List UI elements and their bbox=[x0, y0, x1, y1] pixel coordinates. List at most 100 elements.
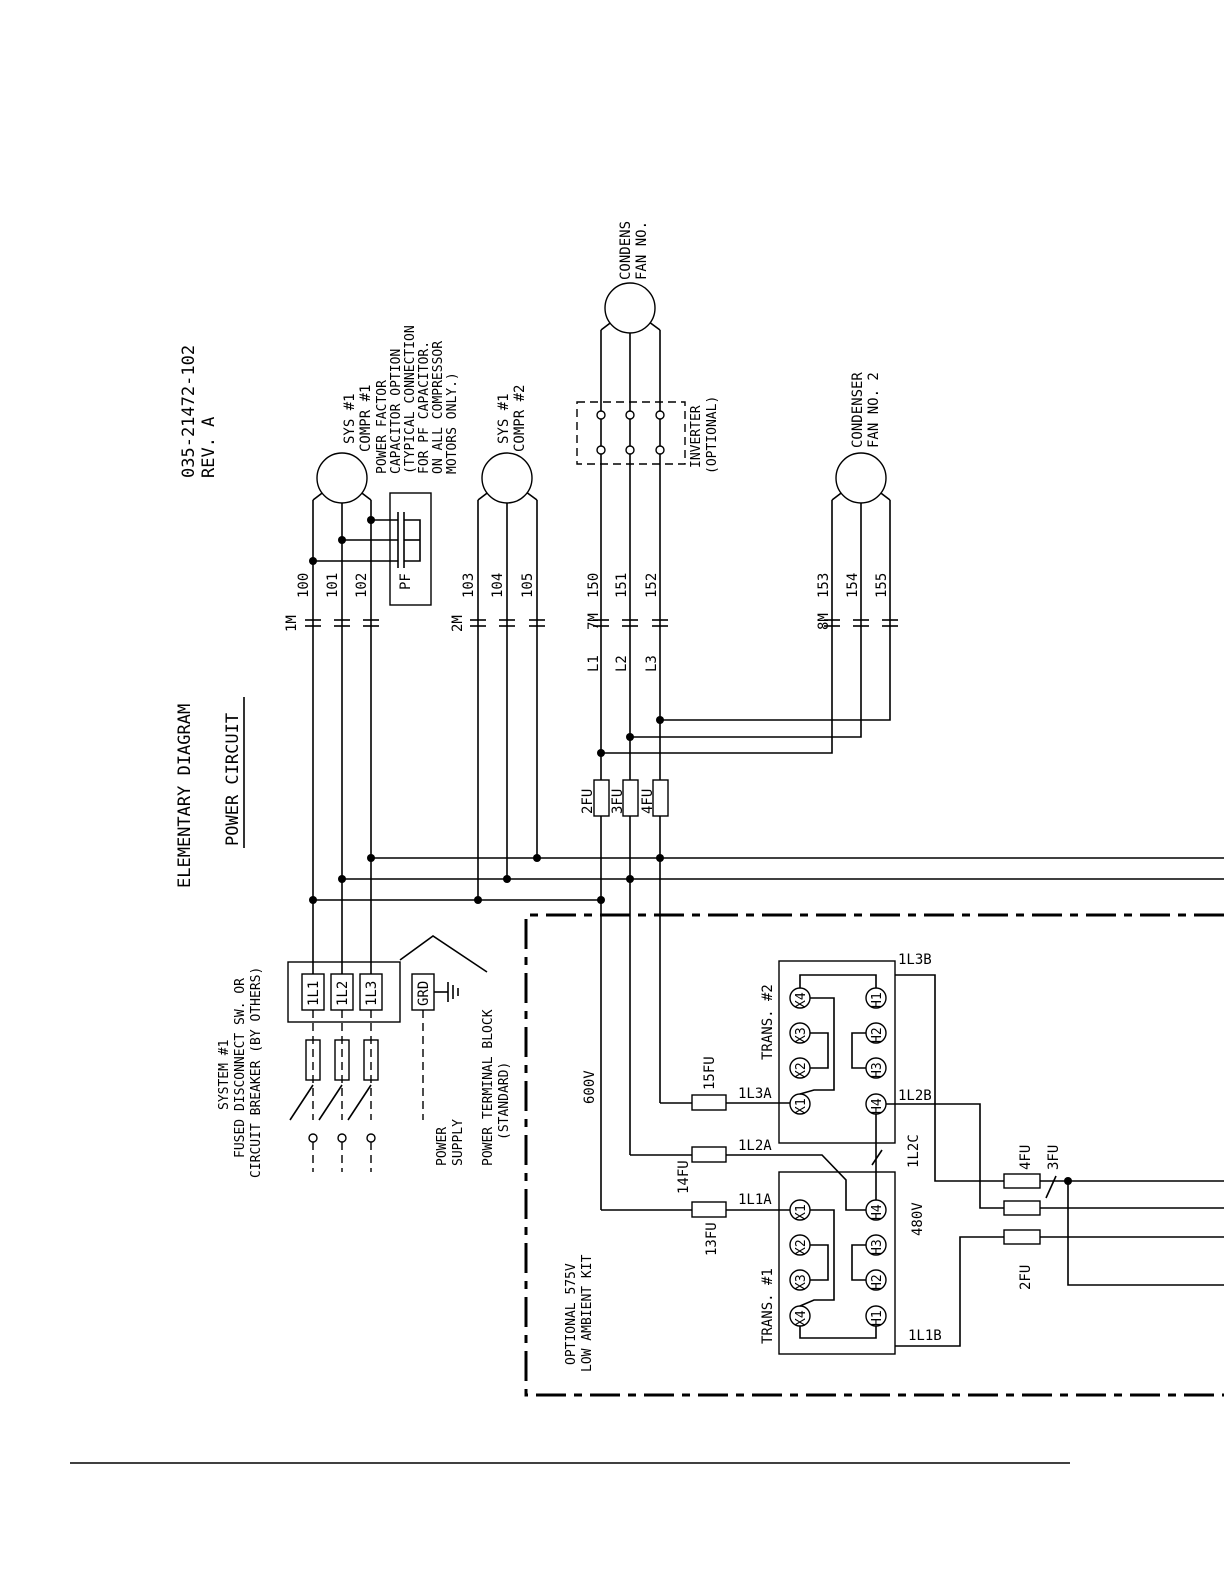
compressor-2-label-2: COMPR #2 bbox=[512, 385, 528, 452]
t2-h2: H2 bbox=[870, 1027, 885, 1043]
fuse-15fu bbox=[691, 1094, 727, 1111]
t2-h3: H3 bbox=[870, 1062, 885, 1078]
condenser-fan-1-motor bbox=[604, 282, 656, 334]
fuse-14fu bbox=[691, 1146, 727, 1163]
condenser-fan-2-motor bbox=[835, 452, 887, 504]
t1-h4: H4 bbox=[870, 1204, 885, 1220]
t2-x4: X4 bbox=[794, 992, 809, 1008]
kit-480v: 480V bbox=[910, 1202, 926, 1236]
diagram-title: ELEMENTARY DIAGRAM bbox=[175, 704, 195, 888]
compressor-2-motor bbox=[481, 452, 533, 504]
fan-fuses bbox=[593, 779, 669, 817]
power-factor-capacitor: PF POWER FACTOR CAPACITOR OPTION (TYPICA… bbox=[313, 325, 460, 606]
kit-label-2: LOW AMBIENT KIT bbox=[580, 1254, 595, 1372]
out-fuse-2fu-label: 2FU bbox=[1018, 1265, 1034, 1290]
kit-label-1: OPTIONAL 575V bbox=[564, 1263, 579, 1365]
condenser-fan-1: 2FU 3FU 4FU 7M 150 151 152 L1 L2 L3 INVE… bbox=[576, 221, 720, 1210]
contactor-2m-label: 2M bbox=[450, 615, 466, 632]
compressor-1-motor bbox=[316, 452, 368, 504]
trans-2-label: TRANS. #2 bbox=[760, 984, 776, 1060]
phase-l2: L2 bbox=[614, 655, 630, 672]
t1-x4: X4 bbox=[794, 1310, 809, 1326]
out-fuse-4fu-label: 4FU bbox=[1018, 1145, 1034, 1170]
pf-note-3: (TYPICAL CONNECTION bbox=[403, 325, 418, 474]
fan-2-label-1: CONDENSER bbox=[850, 372, 866, 448]
contactor-2m bbox=[470, 619, 545, 627]
inverter-label-1: INVERTER bbox=[689, 405, 704, 468]
fuse-14fu-label: 14FU bbox=[676, 1160, 692, 1194]
phase-l3: L3 bbox=[644, 655, 660, 672]
compressor-2-label-1: SYS #1 bbox=[496, 393, 512, 444]
main-bus bbox=[312, 857, 1224, 901]
doc-number: 035-21472-102 bbox=[179, 345, 199, 478]
contactor-7m-label: 7M bbox=[586, 613, 602, 630]
fan-2-label-2: FAN NO. 2 bbox=[866, 372, 882, 448]
line-1l2c: 1L2C bbox=[906, 1134, 922, 1168]
line-1l2b: 1L1B bbox=[908, 1328, 942, 1344]
t1-x3: X3 bbox=[794, 1274, 809, 1290]
disconnect-label-2: FUSED DISCONNECT SW. OR bbox=[233, 978, 248, 1158]
t1-x2: X2 bbox=[794, 1239, 809, 1255]
doc-revision: REV. A bbox=[199, 417, 219, 478]
compressor-1-label-2: COMPR #1 bbox=[358, 385, 374, 452]
line-1l2b-upper: 1L2B bbox=[898, 1088, 932, 1104]
wire-150: 150 bbox=[586, 573, 602, 598]
wire-101: 101 bbox=[325, 573, 341, 598]
fuse-2fu: 2FU bbox=[580, 789, 596, 814]
out-fuse-2fu bbox=[1003, 1229, 1041, 1245]
pf-note-4: FOR PF CAPACITOR. bbox=[417, 341, 432, 474]
t2-h4: H4 bbox=[870, 1098, 885, 1114]
t1-h1: H1 bbox=[870, 1310, 885, 1326]
terminal-block-label-1: POWER TERMINAL BLOCK bbox=[481, 1009, 496, 1166]
supply-fuses bbox=[289, 1010, 424, 1172]
title-block: ELEMENTARY DIAGRAM POWER CIRCUIT 035-214… bbox=[175, 345, 245, 888]
fan-1-label-1: CONDENS bbox=[618, 221, 634, 280]
wire-104: 104 bbox=[490, 573, 506, 598]
fuse-15fu-label: 15FU bbox=[702, 1056, 718, 1090]
condenser-fan-2: 8M 153 154 155 CONDENSER FAN NO. 2 bbox=[601, 372, 898, 754]
fuse-3fu: 3FU bbox=[610, 789, 626, 814]
power-supply-label-1: POWER bbox=[435, 1127, 450, 1166]
disconnect-label-3: CIRCUIT BREAKER (BY OTHERS) bbox=[249, 967, 264, 1178]
fuse-13fu-label: 13FU bbox=[704, 1222, 720, 1256]
pf-note-6: MOTORS ONLY.) bbox=[445, 372, 460, 474]
fuse-4fu: 4FU bbox=[640, 789, 656, 814]
ground-label: GRD bbox=[416, 981, 432, 1006]
power-supply-label-2: SUPPLY bbox=[451, 1119, 466, 1166]
t1-x1: X1 bbox=[794, 1204, 809, 1220]
fan-1-label-2: FAN NO. bbox=[634, 221, 650, 280]
t2-x2: X2 bbox=[794, 1062, 809, 1078]
kit-600v: 600V bbox=[582, 1070, 598, 1104]
wire-105: 105 bbox=[520, 573, 536, 598]
terminal-1l2-label: 1L2 bbox=[335, 981, 351, 1006]
out-fuse-3fu-label: 3FU bbox=[1046, 1145, 1062, 1170]
ground-icon bbox=[434, 982, 459, 1002]
wire-153: 153 bbox=[816, 573, 832, 598]
wire-154: 154 bbox=[845, 573, 861, 598]
pf-note-5: ON ALL COMPRESSOR bbox=[431, 341, 446, 474]
contactor-7m bbox=[593, 619, 668, 627]
pf-label: PF bbox=[398, 573, 414, 590]
out-fuse-3fu bbox=[1003, 1200, 1041, 1216]
wire-103: 103 bbox=[461, 573, 477, 598]
t2-h1: H1 bbox=[870, 992, 885, 1008]
disconnect-group: 1L1 1L2 1L3 GRD bbox=[217, 858, 512, 1178]
wire-155: 155 bbox=[874, 573, 890, 598]
t1-h3: H3 bbox=[870, 1239, 885, 1255]
fuse-13fu bbox=[691, 1201, 727, 1218]
line-1l2a: 1L2A bbox=[738, 1138, 772, 1154]
inverter-box bbox=[576, 401, 686, 465]
line-1l3a: 1L3A bbox=[738, 1086, 772, 1102]
wire-152: 152 bbox=[644, 573, 660, 598]
disconnect-label-1: SYSTEM #1 bbox=[217, 1040, 232, 1110]
wire-151: 151 bbox=[614, 573, 630, 598]
phase-l1: L1 bbox=[586, 655, 602, 672]
compressor-1: 1M 100 101 102 SYS #1 COMPR #1 bbox=[284, 385, 379, 904]
contactor-1m-label: 1M bbox=[284, 615, 300, 632]
wire-102: 102 bbox=[354, 573, 370, 598]
terminal-1l1-label: 1L1 bbox=[306, 981, 322, 1006]
wire-100: 100 bbox=[296, 573, 312, 598]
compressor-1-label-1: SYS #1 bbox=[342, 393, 358, 444]
t1-h2: H2 bbox=[870, 1274, 885, 1290]
